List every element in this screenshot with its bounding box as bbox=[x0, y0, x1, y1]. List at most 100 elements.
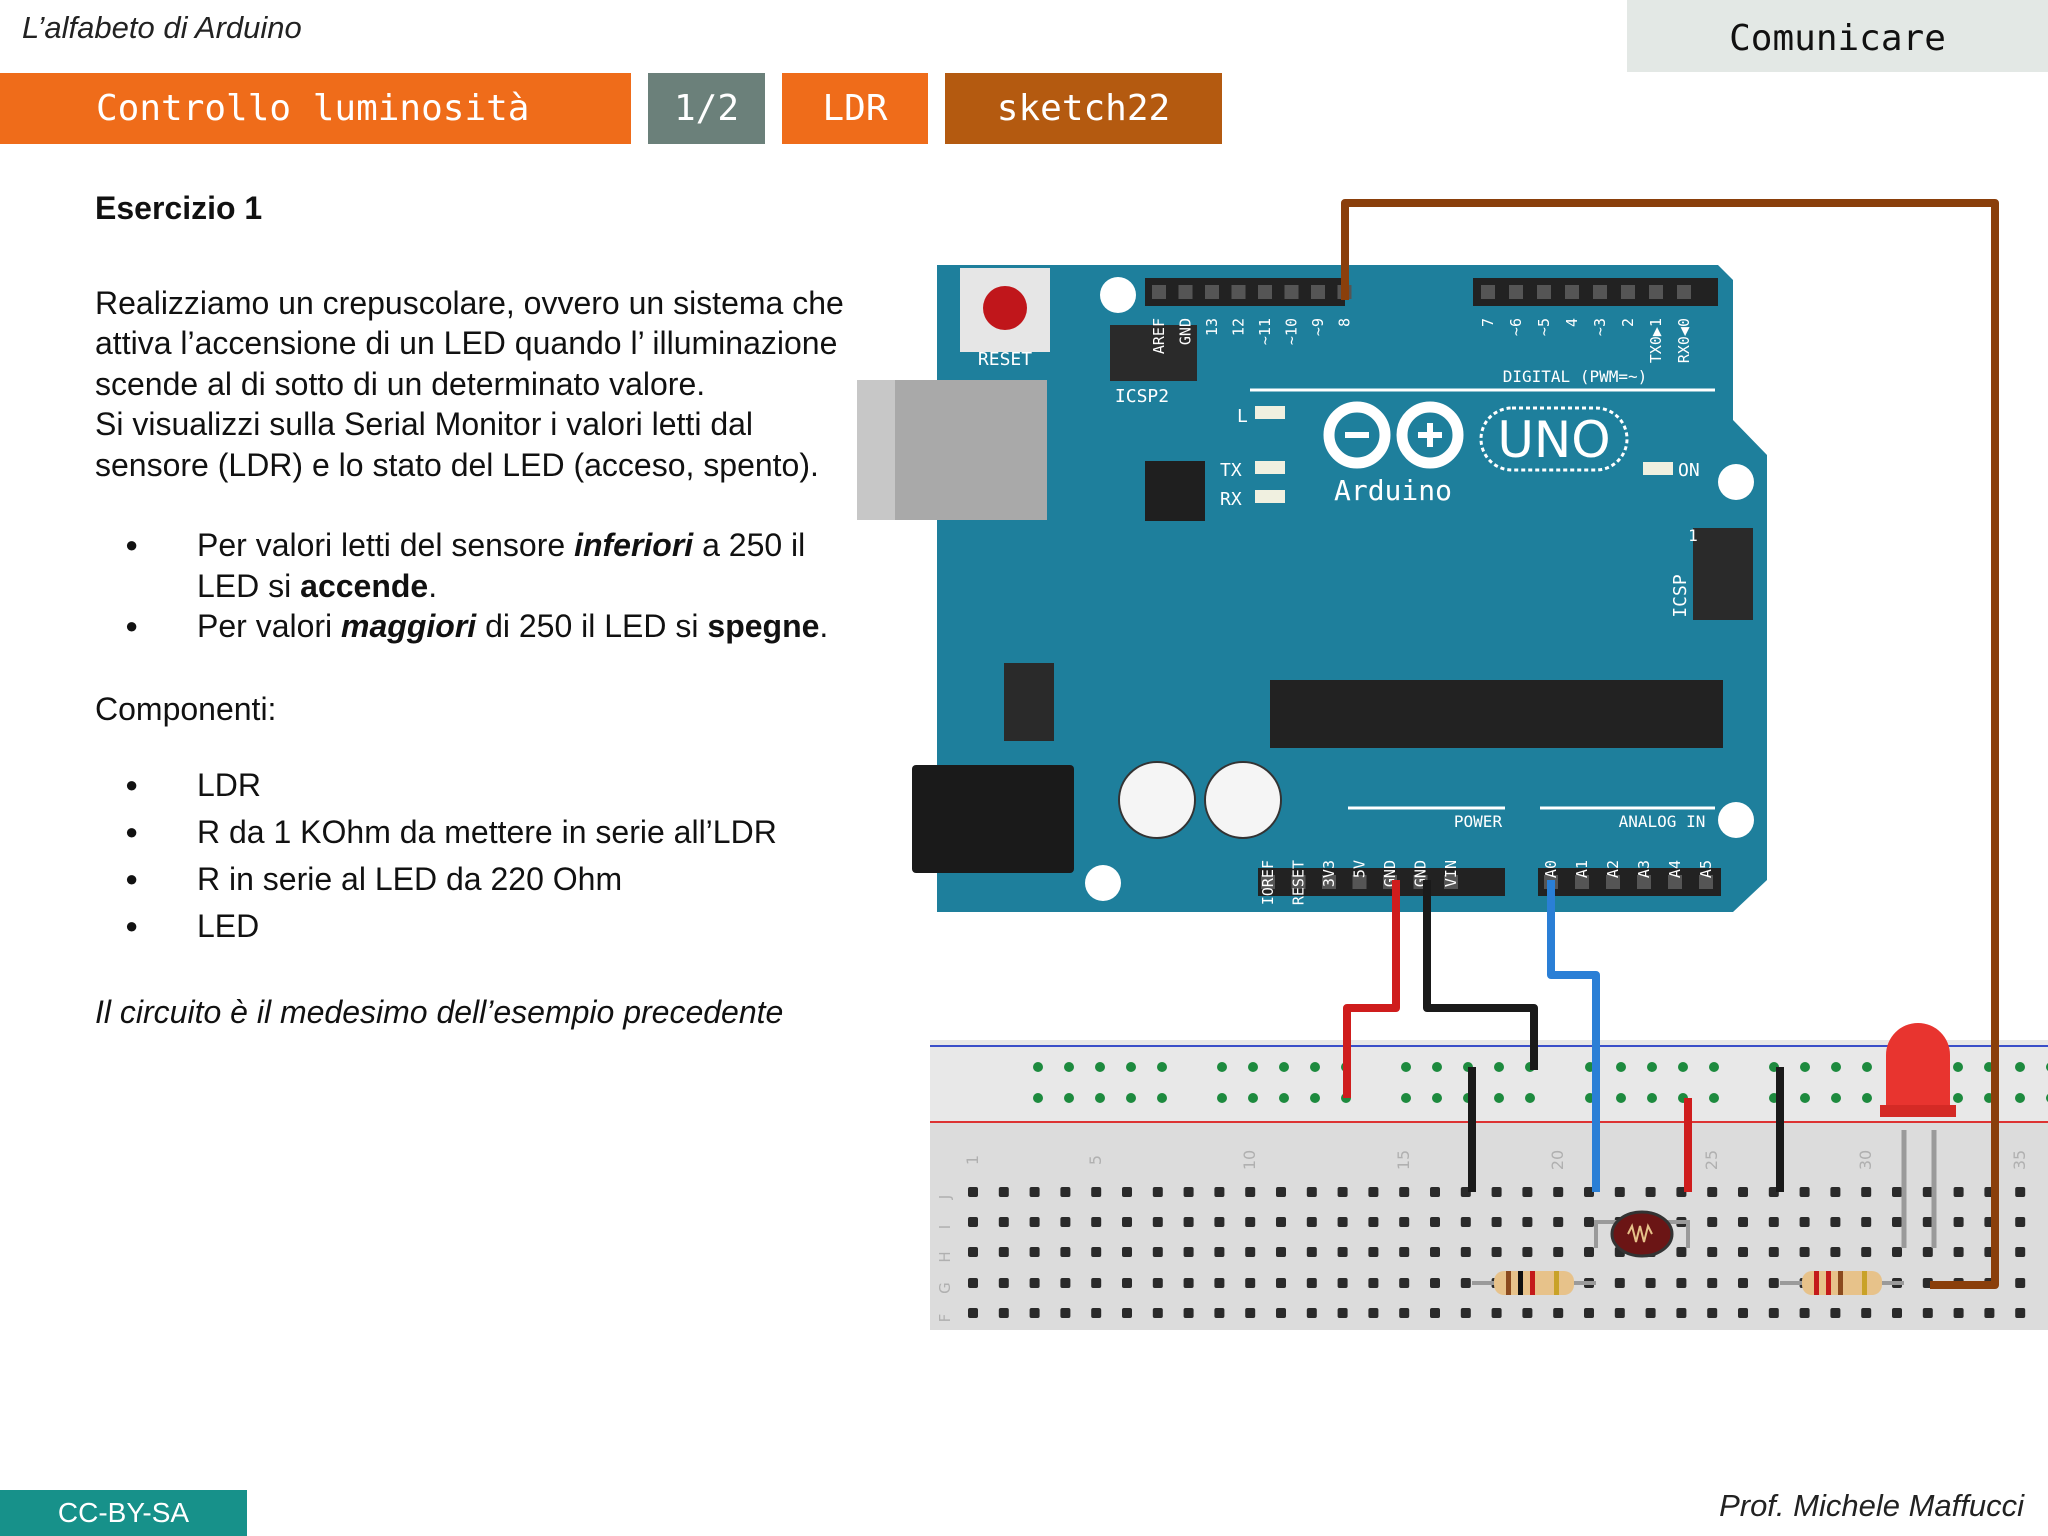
voltage-regulator bbox=[1004, 663, 1054, 741]
breadboard-hole bbox=[1399, 1187, 1410, 1197]
breadboard-hole bbox=[968, 1187, 978, 1197]
condition-emphasis: maggiori bbox=[341, 608, 477, 644]
breadboard-hole bbox=[1029, 1247, 1040, 1257]
breadboard-hole bbox=[2015, 1278, 2026, 1288]
wire-5v-red bbox=[1343, 880, 1400, 1098]
breadboard-hole bbox=[1368, 1278, 1379, 1288]
breadboard-hole bbox=[1491, 1217, 1502, 1227]
breadboard-hole bbox=[1676, 1278, 1687, 1288]
pin-label: 7 bbox=[1479, 318, 1497, 327]
breadboard-hole bbox=[1861, 1187, 1872, 1197]
breadboard-hole bbox=[1707, 1247, 1718, 1257]
pin-label: A5 bbox=[1697, 860, 1715, 878]
pin-label: A3 bbox=[1635, 860, 1653, 878]
pin-label: 13 bbox=[1203, 318, 1221, 336]
breadboard-hole bbox=[1430, 1247, 1440, 1257]
rail-hole bbox=[1862, 1093, 1872, 1103]
breadboard-hole bbox=[1768, 1278, 1779, 1288]
rail-hole bbox=[1800, 1062, 1810, 1072]
breadboard-hole bbox=[1460, 1247, 1471, 1257]
rail-hole bbox=[1126, 1093, 1136, 1103]
column-number: 25 bbox=[1702, 1150, 1721, 1170]
mount-hole bbox=[1100, 277, 1136, 313]
capacitor bbox=[1204, 761, 1282, 839]
resistor-band bbox=[1518, 1271, 1523, 1295]
pin-label: RESET bbox=[1290, 860, 1308, 905]
pin-label: ~9 bbox=[1309, 318, 1327, 336]
tx-label: TX bbox=[1220, 460, 1242, 481]
breadboard-hole bbox=[968, 1217, 978, 1227]
breadboard-hole bbox=[1892, 1247, 1902, 1257]
led-l bbox=[1255, 406, 1285, 419]
wires bbox=[1341, 199, 1999, 1289]
column-number: 15 bbox=[1394, 1150, 1413, 1170]
breadboard-hole bbox=[1676, 1187, 1687, 1197]
breadboard-hole bbox=[1614, 1278, 1625, 1288]
tag-page-number: 1/2 bbox=[648, 73, 765, 144]
breadboard-hole bbox=[1768, 1217, 1779, 1227]
breadboard-hole bbox=[2015, 1308, 2026, 1318]
exercise-content: Esercizio 1 Realizziamo un crepuscolare,… bbox=[95, 188, 855, 1065]
breadboard-hole bbox=[2015, 1187, 2026, 1197]
row-letter: F bbox=[936, 1314, 954, 1323]
breadboard-hole bbox=[1276, 1278, 1286, 1288]
column-number: 10 bbox=[1240, 1150, 1259, 1170]
breadboard-hole bbox=[1430, 1187, 1440, 1197]
red-led-rim bbox=[1880, 1105, 1956, 1117]
breadboard-hole bbox=[1399, 1308, 1410, 1318]
breadboard-hole bbox=[1892, 1308, 1902, 1318]
breadboard-hole bbox=[1645, 1187, 1656, 1197]
conditions-list: Per valori letti del sensore inferiori a… bbox=[95, 525, 855, 647]
rail-hole bbox=[1494, 1062, 1504, 1072]
section-label: Comunicare bbox=[1627, 0, 2048, 72]
rail-hole bbox=[1095, 1062, 1105, 1072]
tag-topic: LDR bbox=[782, 73, 928, 144]
breadboard-hole bbox=[1553, 1308, 1564, 1318]
breadboard-hole bbox=[1707, 1217, 1718, 1227]
rail-hole bbox=[2015, 1093, 2025, 1103]
header-pin bbox=[1649, 285, 1663, 299]
breadboard-hole bbox=[1707, 1308, 1718, 1318]
breadboard-hole bbox=[1430, 1217, 1440, 1227]
condition-state: spegne bbox=[707, 608, 820, 644]
breadboard-hole bbox=[1122, 1217, 1132, 1227]
header-pin bbox=[1261, 875, 1275, 889]
breadboard-hole bbox=[1183, 1278, 1194, 1288]
breadboard-hole bbox=[1337, 1187, 1348, 1197]
column-number: 35 bbox=[2010, 1150, 2029, 1170]
breadboard-hole bbox=[1522, 1187, 1533, 1197]
breadboard-hole bbox=[1060, 1187, 1071, 1197]
breadboard-hole bbox=[1183, 1187, 1194, 1197]
breadboard-hole bbox=[1830, 1308, 1841, 1318]
rail-hole bbox=[1310, 1093, 1320, 1103]
pin-label: TX0▶1 bbox=[1647, 318, 1665, 363]
condition-emphasis: inferiori bbox=[574, 527, 694, 563]
rail-hole bbox=[1678, 1062, 1688, 1072]
rail-hole bbox=[1310, 1062, 1320, 1072]
resistor-band bbox=[1862, 1271, 1867, 1295]
components-label: Componenti: bbox=[95, 690, 277, 727]
tag-lesson-title: Controllo luminosità bbox=[0, 73, 631, 144]
breadboard-hole bbox=[1491, 1308, 1502, 1318]
wire-pin11-to-led bbox=[1341, 199, 1999, 1289]
pin-label: ~10 bbox=[1283, 318, 1301, 345]
course-title: L’alfabeto di Arduino bbox=[22, 10, 302, 45]
rail-hole bbox=[2015, 1062, 2025, 1072]
rail-hole bbox=[1033, 1062, 1043, 1072]
icsp2-header bbox=[1110, 325, 1197, 381]
component-item: LDR bbox=[95, 765, 855, 805]
reset-label: RESET bbox=[978, 349, 1032, 370]
rx-label: RX bbox=[1220, 489, 1242, 510]
breadboard-hole bbox=[1614, 1187, 1625, 1197]
breadboard-hole bbox=[1368, 1187, 1379, 1197]
header-pin bbox=[1481, 285, 1495, 299]
breadboard-hole bbox=[1060, 1278, 1071, 1288]
pin-label: ~3 bbox=[1591, 318, 1609, 336]
condition-text: Per valori letti del sensore bbox=[197, 527, 575, 563]
breadboard-hole bbox=[1707, 1278, 1718, 1288]
reset-button bbox=[983, 286, 1027, 330]
breadboard-hole bbox=[1152, 1278, 1163, 1288]
components-list: LDR R da 1 KOhm da mettere in serie all’… bbox=[95, 765, 855, 946]
breadboard-hole bbox=[1276, 1217, 1286, 1227]
